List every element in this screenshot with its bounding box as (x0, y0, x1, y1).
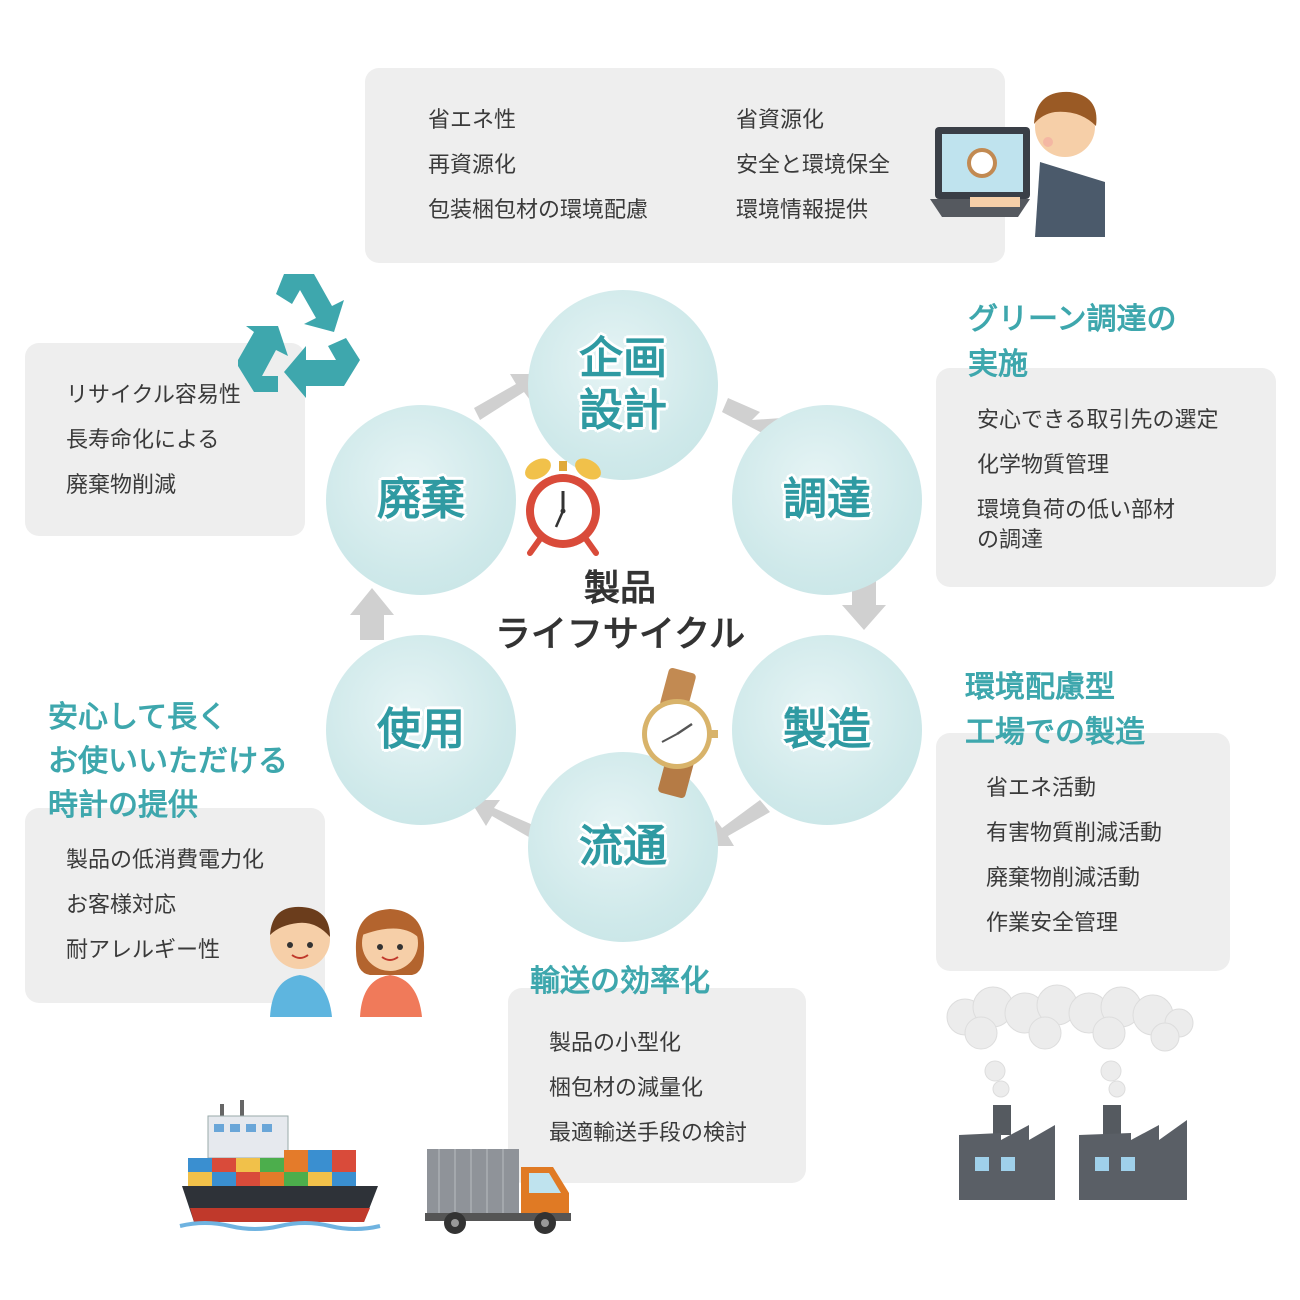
use-item: 耐アレルギー性 (66, 938, 221, 963)
wristwatch-icon (642, 667, 718, 799)
distribution-box (508, 988, 806, 1183)
procurement-box (936, 368, 1276, 587)
alarm-clock-icon (525, 458, 601, 556)
distribution-item: 梱包材の減量化 (549, 1076, 704, 1101)
center-title: 製品 ライフサイクル (470, 566, 770, 658)
manufacturing-box (936, 733, 1230, 971)
center-title-line2: ライフサイクル (494, 614, 746, 655)
factory-icon (946, 984, 1194, 1200)
disposal-item: 廃棄物削減 (66, 473, 177, 498)
procurement-heading-line2: 実施 (968, 347, 1028, 382)
procurement-item: 化学物質管理 (977, 453, 1110, 478)
disposal-item: リサイクル容易性 (66, 383, 241, 408)
use-heading-line1: 安心して長く (48, 700, 228, 735)
use-item: お客様対応 (66, 893, 177, 918)
arrow-procurement-to-manufacturing (842, 580, 886, 630)
planning-item: 包装梱包材の環境配慮 (428, 198, 649, 223)
procurement-item: 安心できる取引先の選定 (977, 408, 1219, 433)
truck-icon (425, 1149, 571, 1234)
arrow-use-to-disposal (350, 588, 394, 640)
procurement-item: の調達 (977, 528, 1044, 553)
arrow-disposal-to-planning (474, 374, 540, 420)
stage-disposal: 廃棄 (326, 405, 516, 595)
procurement-item: 環境負荷の低い部材 (977, 498, 1176, 523)
manufacturing-item: 省エネ活動 (986, 776, 1097, 801)
stage-procurement: 調達 (732, 405, 922, 595)
stage-manufacturing-label: 製造 (783, 704, 871, 755)
couple-icon (270, 906, 425, 1017)
stage-procurement-label: 調達 (783, 474, 871, 525)
disposal-item: 長寿命化による (66, 428, 220, 453)
planning-item: 省エネ性 (428, 108, 517, 133)
planning-item: 再資源化 (428, 153, 517, 178)
distribution-item: 最適輸送手段の検討 (549, 1121, 748, 1146)
stage-use: 使用 (326, 635, 516, 825)
stage-planning-line2: 設計 (579, 385, 667, 436)
manufacturing-heading-line1: 環境配慮型 (965, 670, 1115, 705)
use-heading-line2: お使いいただける (48, 744, 288, 779)
distribution-heading: 輸送の効率化 (530, 964, 710, 999)
manufacturing-item: 廃棄物削減活動 (986, 866, 1141, 891)
stage-planning-line1: 企画 (579, 333, 667, 384)
stage-manufacturing: 製造 (732, 635, 922, 825)
planning-box (365, 68, 1005, 263)
use-item: 製品の低消費電力化 (66, 848, 265, 873)
stage-disposal-label: 廃棄 (377, 474, 465, 525)
manufacturing-item: 有害物質削減活動 (986, 821, 1163, 846)
manufacturing-item: 作業安全管理 (986, 911, 1119, 936)
use-heading-line3: 時計の提供 (48, 788, 198, 823)
planning-item: 安全と環境保全 (736, 153, 891, 178)
stage-planning: 企画設計 (528, 290, 718, 480)
arrow-manufacturing-to-distribution (706, 800, 770, 846)
cargo-ship-icon (179, 1100, 381, 1231)
use-box (25, 808, 325, 1003)
procurement-heading-line1: グリーン調達の (968, 302, 1177, 337)
recycle-icon (238, 274, 360, 398)
stage-distribution-label: 流通 (579, 821, 667, 872)
planning-item: 省資源化 (736, 108, 825, 133)
stage-use-label: 使用 (377, 704, 465, 755)
center-title-line1: 製品 (583, 568, 656, 609)
distribution-item: 製品の小型化 (549, 1031, 682, 1056)
office-worker-laptop-icon (930, 91, 1105, 237)
arrow-distribution-to-use (470, 800, 540, 840)
manufacturing-heading-line2: 工場での製造 (965, 715, 1145, 750)
planning-item: 環境情報提供 (736, 198, 869, 223)
